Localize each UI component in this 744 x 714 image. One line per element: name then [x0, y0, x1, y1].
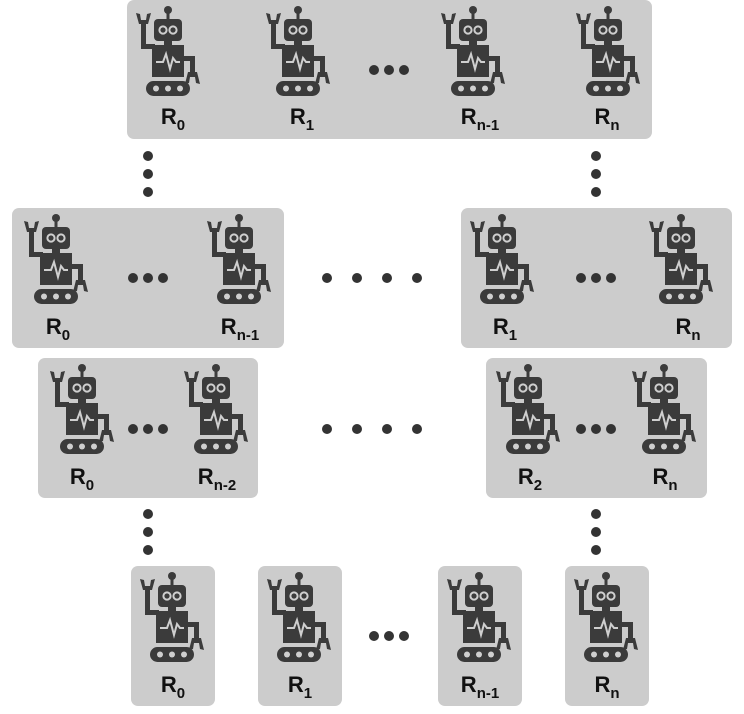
robot-label: R1	[287, 672, 313, 702]
ellipsis-dot	[384, 631, 394, 641]
robot-icon	[647, 214, 715, 306]
ellipsis-dot	[369, 631, 379, 641]
ellipsis-dot	[399, 65, 409, 75]
robot-icon	[205, 214, 273, 306]
robot-label: Rn	[675, 314, 701, 344]
robot-label: Rn-1	[220, 314, 260, 344]
robot-label: Rn	[594, 672, 620, 702]
robot-icon	[264, 6, 332, 98]
ellipsis-dot	[352, 424, 362, 434]
robot-icon	[630, 364, 698, 456]
vertical-ellipsis-dot	[143, 545, 153, 555]
robot-icon	[439, 6, 507, 98]
vertical-ellipsis-dot	[143, 509, 153, 519]
ellipsis-dot	[158, 424, 168, 434]
robot-icon	[265, 572, 333, 664]
vertical-ellipsis-dot	[143, 527, 153, 537]
vertical-ellipsis-dot	[591, 169, 601, 179]
ellipsis-dot	[399, 631, 409, 641]
robot-icon	[468, 214, 536, 306]
ellipsis-dot	[382, 273, 392, 283]
robot-icon	[22, 214, 90, 306]
ellipsis-dot	[352, 273, 362, 283]
ellipsis-dot	[576, 424, 586, 434]
robot-label: R0	[69, 464, 95, 494]
vertical-ellipsis-dot	[591, 545, 601, 555]
ellipsis-dot	[412, 273, 422, 283]
ellipsis-dot	[158, 273, 168, 283]
robot-label: Rn-1	[460, 104, 500, 134]
vertical-ellipsis-dot	[143, 187, 153, 197]
robot-label: Rn	[652, 464, 678, 494]
robot-icon	[182, 364, 250, 456]
vertical-ellipsis-dot	[143, 151, 153, 161]
ellipsis-dot	[384, 65, 394, 75]
robot-icon	[134, 6, 202, 98]
robot-icon	[572, 572, 640, 664]
robot-label: Rn	[594, 104, 620, 134]
robot-icon	[494, 364, 562, 456]
robot-label: R0	[45, 314, 71, 344]
ellipsis-dot	[606, 273, 616, 283]
ellipsis-dot	[382, 424, 392, 434]
robot-icon	[445, 572, 513, 664]
vertical-ellipsis-dot	[591, 509, 601, 519]
ellipsis-dot	[576, 273, 586, 283]
ellipsis-dot	[591, 273, 601, 283]
vertical-ellipsis-dot	[591, 527, 601, 537]
ellipsis-dot	[128, 424, 138, 434]
ellipsis-dot	[606, 424, 616, 434]
robot-label: R0	[160, 672, 186, 702]
vertical-ellipsis-dot	[591, 151, 601, 161]
vertical-ellipsis-dot	[591, 187, 601, 197]
ellipsis-dot	[143, 424, 153, 434]
vertical-ellipsis-dot	[143, 169, 153, 179]
ellipsis-dot	[322, 424, 332, 434]
ellipsis-dot	[128, 273, 138, 283]
robot-icon	[574, 6, 642, 98]
robot-label: Rn-1	[460, 672, 500, 702]
robot-label: R1	[289, 104, 315, 134]
ellipsis-dot	[591, 424, 601, 434]
ellipsis-dot	[143, 273, 153, 283]
robot-label: Rn-2	[197, 464, 237, 494]
robot-label: R0	[160, 104, 186, 134]
ellipsis-dot	[369, 65, 379, 75]
ellipsis-dot	[322, 273, 332, 283]
robot-label: R1	[492, 314, 518, 344]
robot-label: R2	[517, 464, 543, 494]
robot-icon	[48, 364, 116, 456]
ellipsis-dot	[412, 424, 422, 434]
robot-icon	[138, 572, 206, 664]
